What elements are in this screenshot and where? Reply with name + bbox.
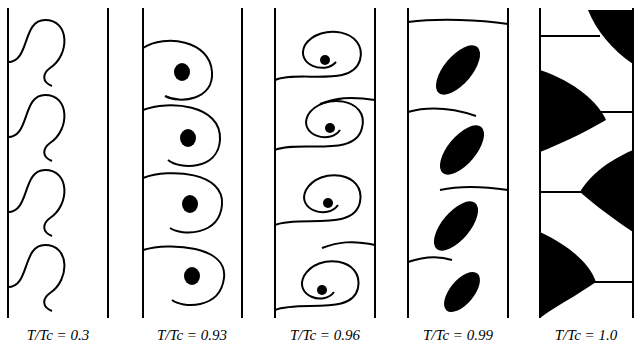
- temperature-label: T/Tc = 0.3: [27, 326, 90, 344]
- temperature-label: T/Tc = 0.96: [290, 326, 360, 344]
- streamlines-1: [8, 20, 64, 311]
- temperature-label: T/Tc = 1.0: [555, 326, 618, 344]
- vortex-blobs-4: [426, 38, 492, 318]
- temperature-label: T/Tc = 0.99: [423, 326, 493, 344]
- streamlines-2: [143, 41, 224, 305]
- streamlines-5: [540, 36, 633, 282]
- temperature-label: T/Tc = 0.93: [157, 326, 227, 344]
- channel-walls: [8, 8, 633, 318]
- streamlines-3: [275, 32, 375, 310]
- vortex-cores-3: [317, 55, 335, 295]
- streamlines-4: [408, 20, 508, 262]
- vortex-wedges-5: [540, 10, 633, 318]
- vortex-cores-2: [174, 63, 200, 285]
